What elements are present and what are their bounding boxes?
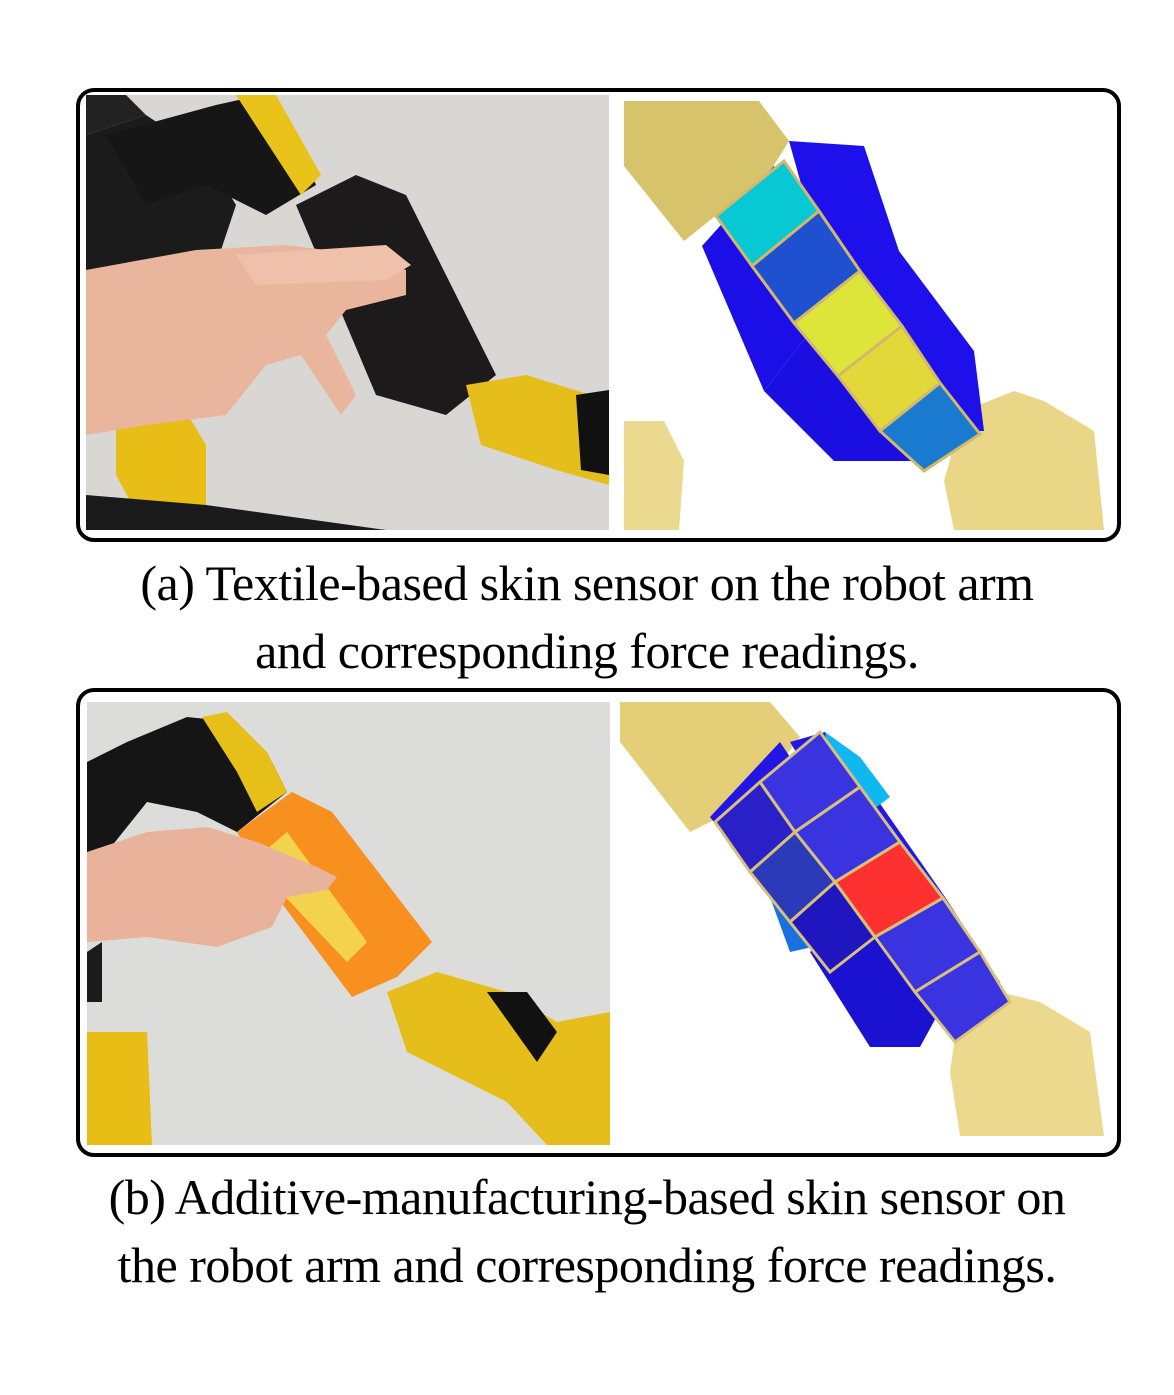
caption-b-line1: (b) Additive-manufacturing-based skin se… xyxy=(108,1169,1066,1225)
panel-a-render xyxy=(624,101,1104,530)
caption-a-line1: (a) Textile-based skin sensor on the rob… xyxy=(140,555,1034,611)
caption-a-line2: and corresponding force readings. xyxy=(255,623,919,679)
panel-b-photo xyxy=(87,702,610,1145)
caption-b: (b) Additive-manufacturing-based skin se… xyxy=(0,1163,1174,1299)
caption-b-line2: the robot arm and corresponding force re… xyxy=(117,1237,1057,1293)
panel-a-photo xyxy=(86,95,609,530)
caption-a: (a) Textile-based skin sensor on the rob… xyxy=(0,549,1174,685)
panel-b-render xyxy=(620,702,1104,1136)
cell-a-5 xyxy=(877,380,983,473)
cell-b-5 xyxy=(912,949,1012,1045)
